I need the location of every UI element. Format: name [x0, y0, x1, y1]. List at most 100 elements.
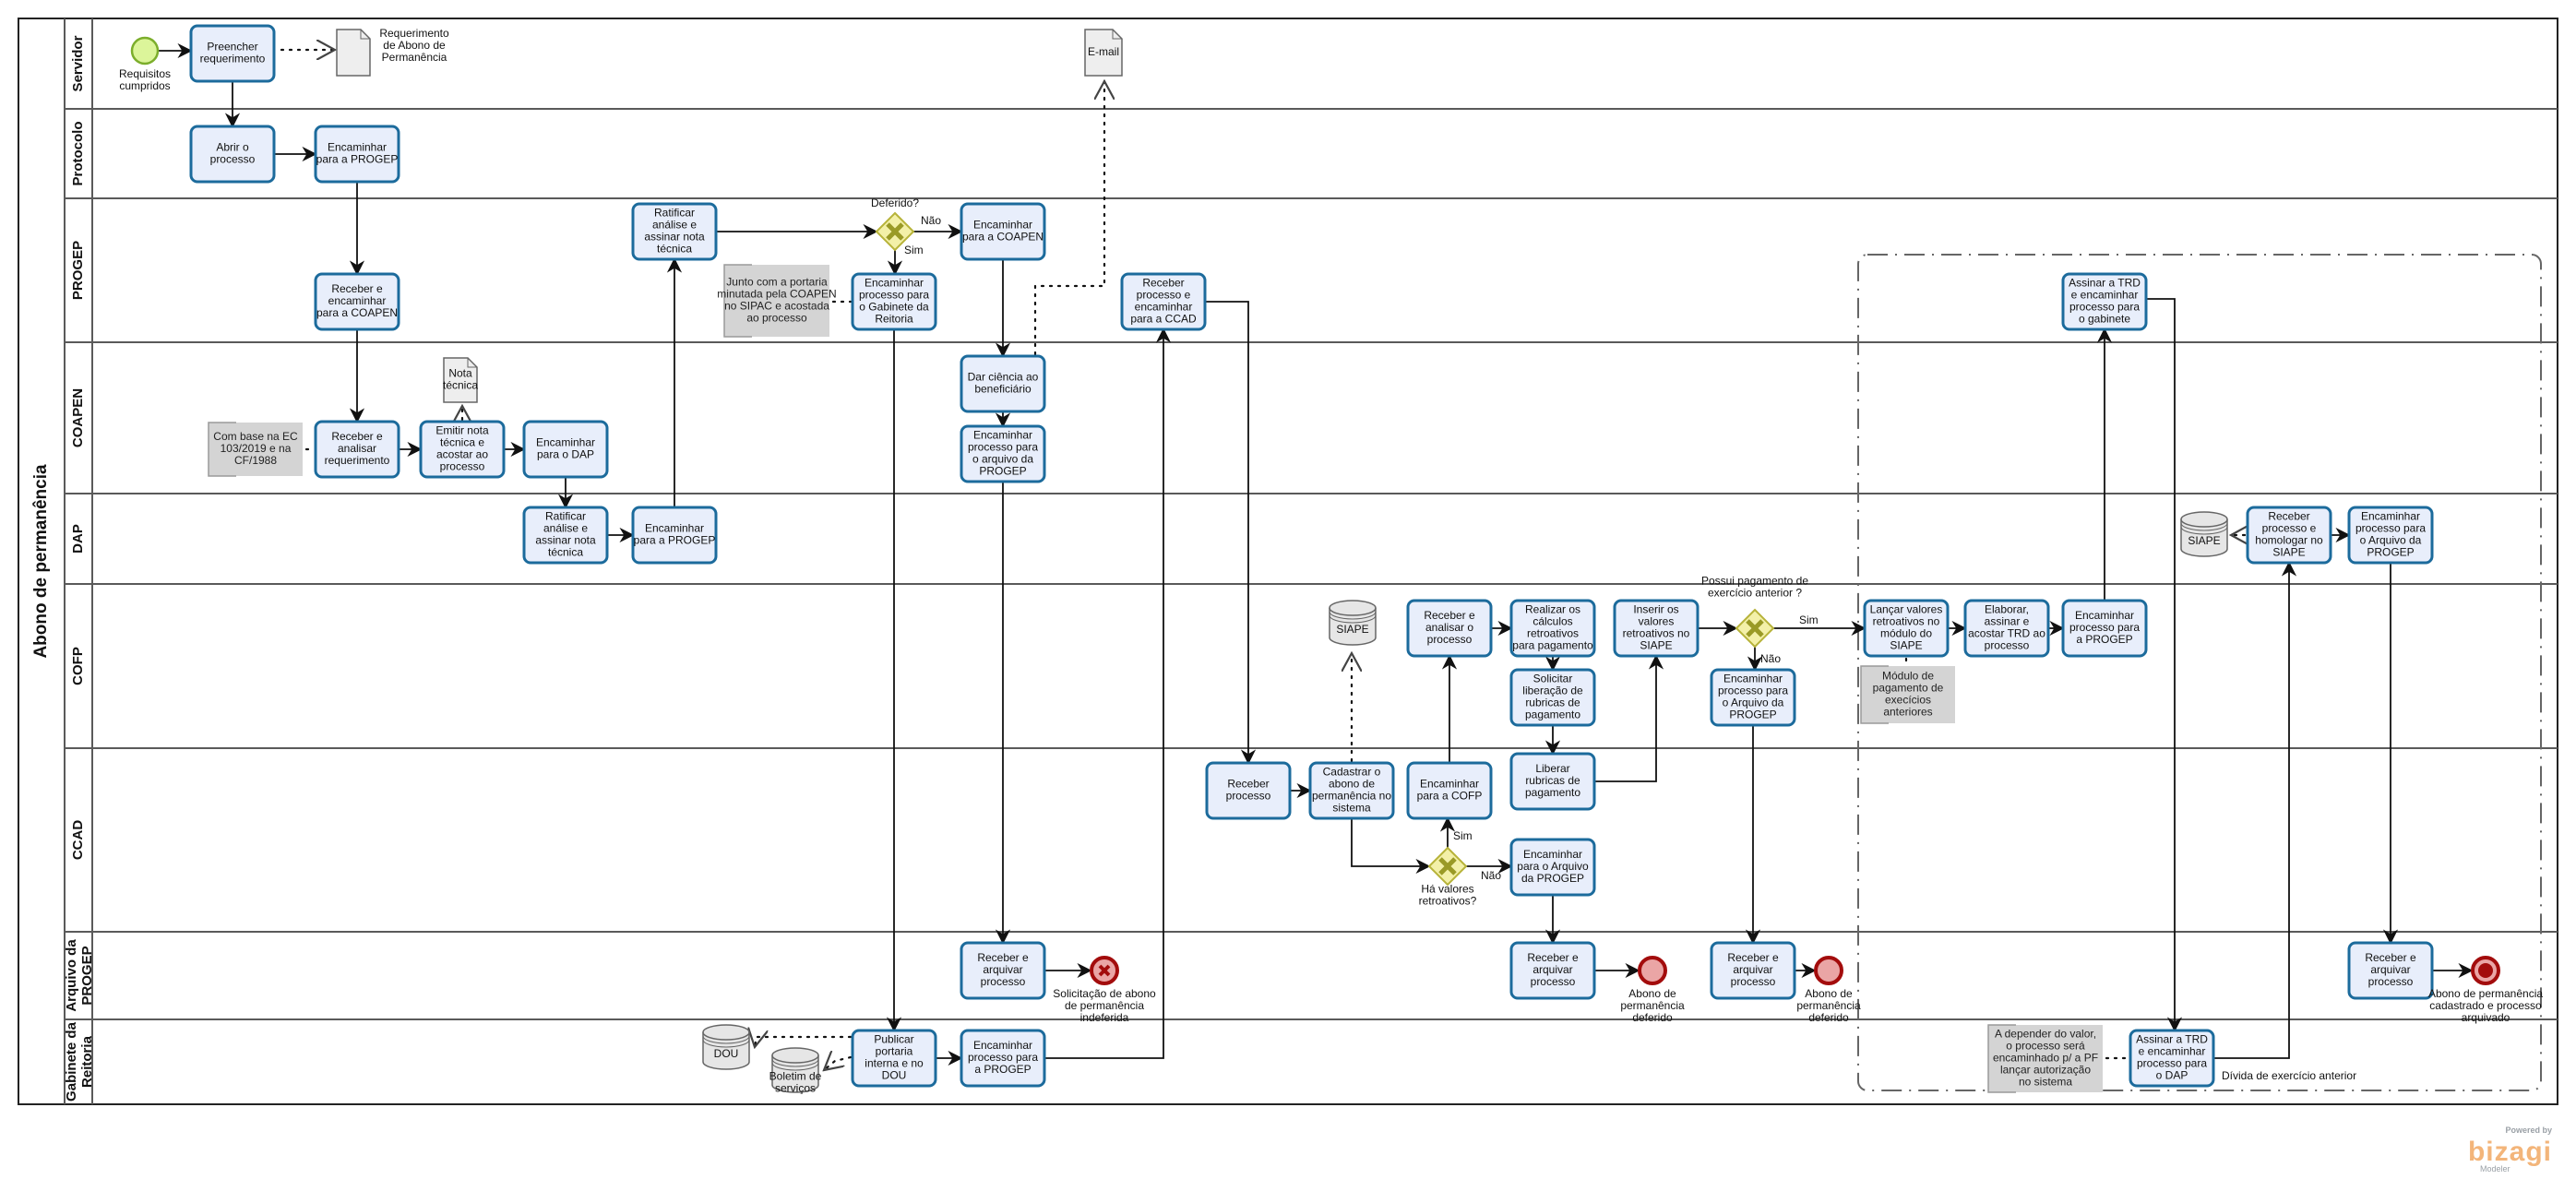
task-box[interactable] [851, 272, 937, 331]
task-box[interactable] [960, 424, 1046, 483]
task-box[interactable] [314, 420, 400, 479]
task-box[interactable] [1710, 941, 1796, 1000]
sequence-flow[interactable] [1594, 654, 1664, 782]
sequence-flow[interactable] [1205, 301, 1257, 765]
sequence-flow[interactable] [2213, 561, 2297, 1059]
task-box[interactable] [1120, 272, 1207, 331]
task-box[interactable] [960, 354, 1046, 413]
task-box[interactable] [2246, 506, 2332, 565]
task-box[interactable] [1509, 668, 1596, 727]
start-event-circle[interactable] [130, 36, 160, 66]
task-box[interactable] [960, 1029, 1046, 1088]
task-box[interactable] [851, 1029, 937, 1088]
database-icon[interactable] [702, 1032, 750, 1070]
task-box[interactable] [1710, 668, 1796, 727]
association-email[interactable] [1033, 81, 1104, 356]
datastore-dou[interactable]: DOU [702, 1024, 750, 1070]
task-box[interactable] [1509, 599, 1596, 658]
datastore-siape[interactable]: SIAPE [1329, 600, 1377, 646]
task-box[interactable] [1406, 761, 1493, 820]
task-box[interactable] [960, 941, 1046, 1000]
end-event-circle[interactable] [1638, 956, 1667, 985]
task-box[interactable] [522, 506, 609, 565]
task-box[interactable] [2347, 506, 2434, 565]
task-box[interactable] [314, 125, 400, 184]
document-e-mail[interactable]: E-mail [1084, 29, 1123, 77]
sequence-flow[interactable] [2146, 298, 2183, 1032]
task-box[interactable] [2061, 272, 2148, 331]
sequence-flow[interactable] [1351, 818, 1431, 875]
task-box[interactable] [189, 125, 276, 184]
task-box[interactable] [1205, 761, 1292, 820]
task-box[interactable] [189, 24, 276, 83]
end-event-circle[interactable] [1814, 956, 1843, 985]
task-box[interactable] [631, 506, 718, 565]
task-box[interactable] [960, 202, 1046, 261]
sequence-flow[interactable] [1044, 328, 1172, 1059]
task-box[interactable] [1308, 761, 1395, 820]
database-icon[interactable] [2180, 519, 2228, 557]
document-icon[interactable] [1084, 29, 1123, 77]
task-box[interactable] [2129, 1029, 2215, 1088]
task-box[interactable] [419, 420, 506, 479]
database-icon[interactable] [1329, 608, 1377, 646]
task-box[interactable] [2347, 941, 2434, 1000]
task-box[interactable] [1509, 941, 1596, 1000]
task-box[interactable] [631, 202, 718, 261]
task-box[interactable] [1863, 599, 1950, 658]
document-icon[interactable] [336, 29, 371, 77]
datastore-siape[interactable]: SIAPE [2180, 511, 2228, 557]
task-box[interactable] [1963, 599, 2050, 658]
database-icon[interactable] [771, 1055, 819, 1093]
task-box[interactable] [2061, 599, 2148, 658]
task-box[interactable] [1406, 599, 1493, 658]
association-dou[interactable] [755, 1037, 853, 1047]
task-box[interactable] [1509, 752, 1596, 811]
association-boletim[interactable] [824, 1057, 853, 1070]
